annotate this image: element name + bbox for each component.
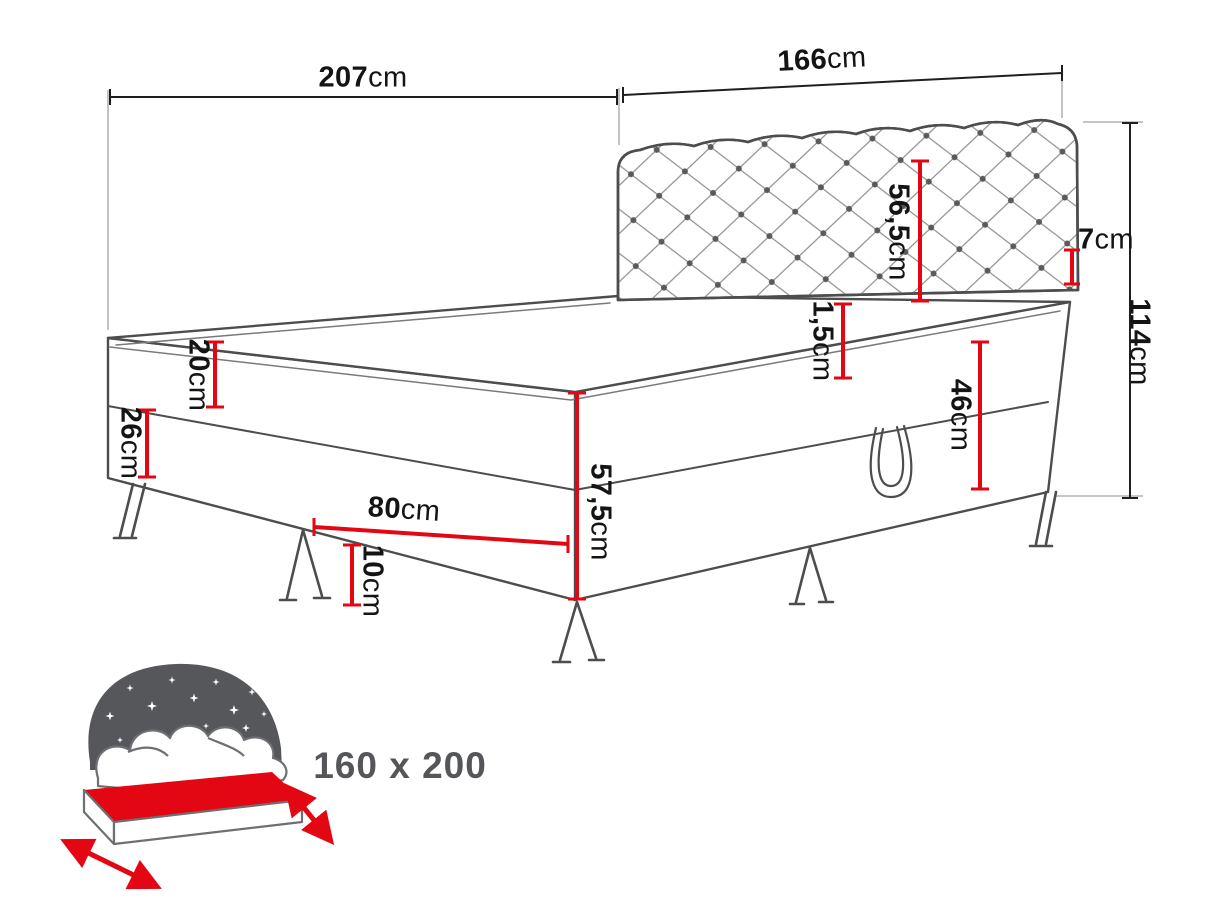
dim-front-height-value: 57,5 xyxy=(584,463,617,522)
extension-lines xyxy=(107,66,1143,497)
red-dimension-lines xyxy=(138,159,1080,607)
bed-size-icon xyxy=(60,663,335,890)
dim-leg-height-unit: cm xyxy=(356,577,389,618)
dim-line-mattress-height-20 xyxy=(206,340,224,409)
dim-label-headboard-height: 56,5cm xyxy=(882,183,915,281)
dim-length-unit: cm xyxy=(368,61,408,94)
dim-label-front-height: 57,5cm xyxy=(584,463,617,561)
dim-headboard-depth-value: 7 xyxy=(1078,223,1095,256)
dim-headboard-height-unit: cm xyxy=(882,241,915,281)
dim-headboard-depth-unit: cm xyxy=(1094,223,1134,256)
dim-line-headboard-depth-7 xyxy=(1064,248,1080,286)
dim-label-side-height: 46cm xyxy=(944,378,977,452)
dim-topper-unit: cm xyxy=(806,342,839,382)
topper-seam-left xyxy=(115,302,611,346)
length-arrow xyxy=(283,782,335,846)
base-seam-front xyxy=(107,405,576,491)
headboard xyxy=(616,118,1080,302)
dim-line-front-height-57-5 xyxy=(568,391,586,601)
dim-headboard-width-value: 166 xyxy=(776,43,828,78)
dim-front-height-unit: cm xyxy=(584,521,617,561)
dim-line-base-section-26 xyxy=(138,408,156,479)
dim-label-leg-height: 10cm xyxy=(356,544,389,618)
dim-label-total-height: 114cm xyxy=(1123,298,1156,386)
mattress-red-face xyxy=(84,772,302,822)
dim-label-storage-width: 80cm xyxy=(366,491,442,528)
dim-side-height-unit: cm xyxy=(944,411,977,452)
dim-label-length: 207cm xyxy=(318,61,408,94)
dim-total-height-unit: cm xyxy=(1123,346,1156,386)
dim-base-section-unit: cm xyxy=(114,439,147,480)
dim-label-mattress-height: 20cm xyxy=(182,338,215,412)
size-arrows xyxy=(60,782,335,890)
dim-storage-width-unit: cm xyxy=(399,493,442,528)
dim-line-storage-width-80 xyxy=(312,518,570,553)
dim-line-headboard-width-166 xyxy=(622,65,1063,103)
dim-headboard-height-value: 56,5 xyxy=(882,183,915,242)
dim-storage-width-value: 80 xyxy=(366,491,402,526)
bed-outline xyxy=(106,118,1080,664)
dim-length-value: 207 xyxy=(318,61,369,94)
dim-label-headboard-width: 166cm xyxy=(776,41,868,78)
dim-line-side-height-46 xyxy=(971,340,989,491)
dim-leg-height-value: 10 xyxy=(356,544,389,578)
bed-size-label: 160 x 200 xyxy=(313,745,487,786)
base-seam-side xyxy=(574,401,1049,491)
dim-headboard-width-unit: cm xyxy=(826,41,868,76)
dim-label-topper: 1,5cm xyxy=(806,300,839,382)
dim-line-total-height-114 xyxy=(1122,122,1138,499)
dim-line-topper-1-5 xyxy=(834,302,852,380)
dim-line-leg-height-10 xyxy=(343,543,361,607)
mattress-top-face xyxy=(106,294,1072,394)
dim-mattress-height-value: 20 xyxy=(182,338,215,372)
dim-line-length-207 xyxy=(109,89,618,105)
handle-strap xyxy=(869,424,913,499)
bed-legs xyxy=(112,482,1058,664)
dim-mattress-height-unit: cm xyxy=(182,371,215,412)
dim-total-height-value: 114 xyxy=(1123,298,1156,347)
dim-base-section-value: 26 xyxy=(114,406,147,440)
dim-side-height-value: 46 xyxy=(944,378,977,412)
width-arrow xyxy=(60,838,162,890)
dim-label-base-section: 26cm xyxy=(114,406,147,480)
dim-topper-value: 1,5 xyxy=(806,300,839,343)
dim-label-headboard-depth: 7cm xyxy=(1078,223,1134,256)
dim-line-headboard-height-56-5 xyxy=(911,159,929,303)
topper-seam xyxy=(109,310,1061,401)
